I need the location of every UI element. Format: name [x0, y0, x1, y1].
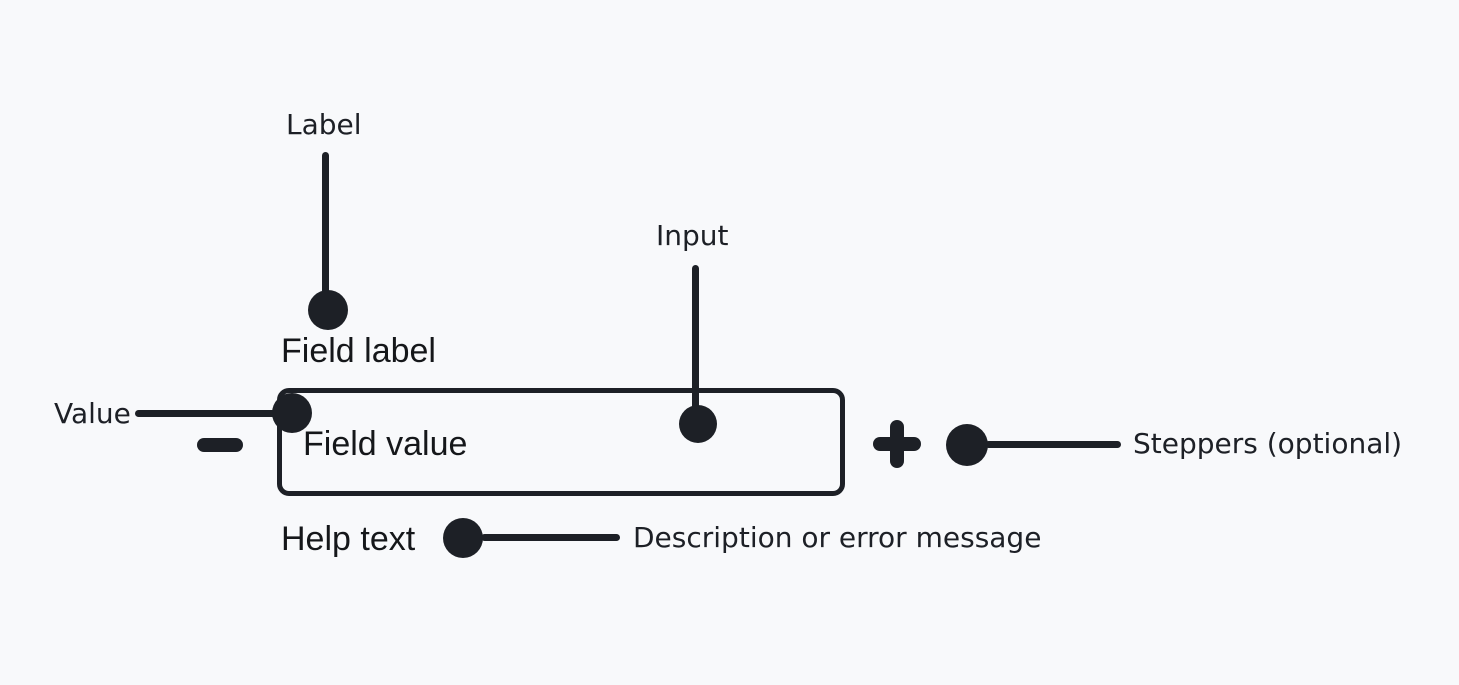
- callout-input-text: Input: [656, 219, 729, 252]
- field-value: Field value: [303, 425, 468, 463]
- stepper-increment-button[interactable]: [873, 420, 921, 468]
- callout-help-dot: [443, 518, 483, 558]
- callout-value-text: Value: [54, 397, 131, 430]
- callout-label-line: [322, 152, 329, 297]
- callout-help-text: Description or error message: [633, 521, 1042, 554]
- callout-label-text: Label: [286, 108, 362, 141]
- callout-input-dot: [679, 405, 717, 443]
- callout-steppers-dot: [946, 424, 988, 466]
- stepper-decrement-button[interactable]: [197, 438, 243, 452]
- help-text: Help text: [281, 520, 416, 558]
- callout-steppers-line: [985, 441, 1121, 448]
- plus-icon: [873, 420, 921, 468]
- callout-value-dot: [272, 393, 312, 433]
- number-input-field[interactable]: [277, 388, 845, 496]
- callout-value-line: [135, 410, 280, 417]
- field-label: Field label: [281, 332, 436, 370]
- minus-icon: [197, 438, 243, 452]
- callout-input-line: [692, 265, 699, 415]
- callout-steppers-text: Steppers (optional): [1133, 427, 1403, 460]
- callout-help-line: [481, 534, 620, 541]
- callout-label-dot: [308, 290, 348, 330]
